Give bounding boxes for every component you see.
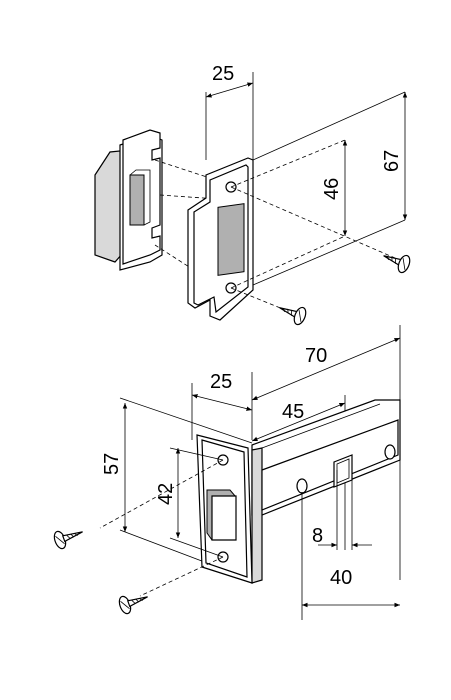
screw-icon — [53, 530, 83, 550]
latch-case — [251, 399, 401, 584]
extension-line — [252, 219, 406, 286]
strike-box-slot — [129, 174, 145, 226]
dim-label-backset-45: 45 — [282, 401, 304, 423]
strike-plate-assembly: 25 46 67 — [94, 63, 411, 326]
case-hole-left — [296, 478, 308, 494]
extension-line — [252, 91, 406, 161]
strike-plate — [187, 157, 254, 321]
dim-label-faceplate-width: 25 — [210, 371, 232, 393]
dim-label-strike-width: 25 — [212, 63, 234, 85]
extension-line — [169, 537, 224, 558]
dimension-line-faceplate-width — [191, 394, 253, 411]
dim-label-case-hole-spacing: 40 — [330, 567, 352, 589]
dim-label-strike-hole-spacing: 46 — [321, 178, 343, 200]
dim-label-backset-70: 70 — [305, 345, 327, 367]
dimension-line-backset-45 — [251, 402, 346, 442]
strike-box — [94, 129, 163, 271]
latch-faceplate — [196, 434, 253, 584]
extension-line — [169, 447, 224, 461]
screw-centerline — [99, 459, 224, 529]
screw-centerline — [230, 287, 301, 317]
projection-line — [154, 159, 226, 184]
dim-label-faceplate-height: 57 — [101, 453, 123, 475]
screw-icon — [383, 254, 411, 274]
strike-plate-opening — [217, 203, 245, 276]
dim-label-spindle: 8 — [312, 525, 323, 547]
dim-label-strike-height: 67 — [381, 150, 403, 172]
dim-label-faceplate-hole-spacing: 42 — [155, 483, 177, 505]
latch-assembly: 25 70 45 57 42 8 40 — [53, 325, 401, 620]
screw-centerline — [139, 556, 224, 597]
dimension-line-backset-70 — [251, 337, 401, 401]
screw-icon — [279, 306, 307, 326]
case-hole-right — [384, 444, 396, 460]
screw-centerline — [230, 186, 396, 259]
dimension-line-strike-width — [205, 82, 254, 98]
screw-icon — [118, 595, 148, 615]
extension-line — [119, 397, 253, 444]
projection-line — [159, 194, 233, 201]
